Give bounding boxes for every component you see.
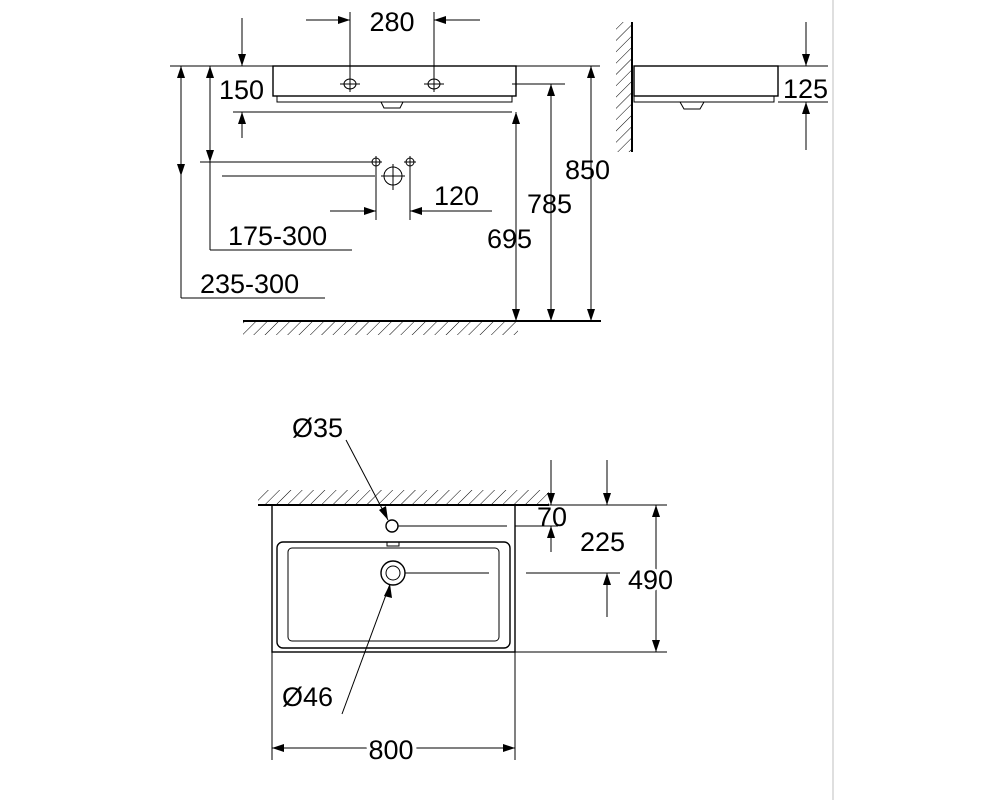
dim-top-depth: 490 bbox=[628, 565, 673, 595]
dim-tap-hole-offset: 70 bbox=[537, 502, 567, 532]
basin-underside bbox=[276, 95, 513, 103]
dim-mid-height: 785 bbox=[527, 189, 572, 219]
drain-stub bbox=[380, 101, 404, 109]
top-basin-outline bbox=[271, 504, 516, 653]
top-drain bbox=[380, 560, 406, 586]
dim-bottom-height: 695 bbox=[487, 224, 532, 254]
front-view: 280 150 bbox=[170, 7, 610, 335]
basin-body bbox=[272, 65, 517, 97]
dim-drain-offset-top: 225 bbox=[580, 527, 625, 557]
top-wall-hatch bbox=[258, 490, 549, 504]
wall-hole-right bbox=[404, 156, 416, 168]
dim-tap-spacing: 280 bbox=[369, 7, 414, 37]
dim-top-height: 850 bbox=[565, 155, 610, 185]
waste-outlet bbox=[381, 164, 405, 190]
dim-drain-offset: 175-300 bbox=[228, 221, 327, 251]
side-basin-body bbox=[633, 65, 779, 97]
dim-top-width: 800 bbox=[368, 735, 413, 765]
dim-waste-height: 235-300 bbox=[200, 269, 299, 299]
dim-drain-diameter: Ø46 bbox=[282, 682, 333, 712]
top-bowl-inner bbox=[287, 547, 500, 642]
top-tap-hole bbox=[385, 519, 399, 533]
dim-wall-holes-spacing: 120 bbox=[434, 181, 479, 211]
dim-basin-thickness: 150 bbox=[219, 75, 264, 105]
top-bowl-outer bbox=[276, 541, 511, 649]
dim-side-depth: 125 bbox=[783, 74, 828, 104]
dim-tap-hole-diameter: Ø35 bbox=[292, 413, 343, 443]
top-view: Ø35 Ø46 70 225 490 800 bbox=[258, 413, 676, 769]
wall-hatch bbox=[616, 22, 631, 152]
floor-hatch bbox=[243, 322, 518, 335]
side-view: 125 bbox=[616, 22, 828, 152]
